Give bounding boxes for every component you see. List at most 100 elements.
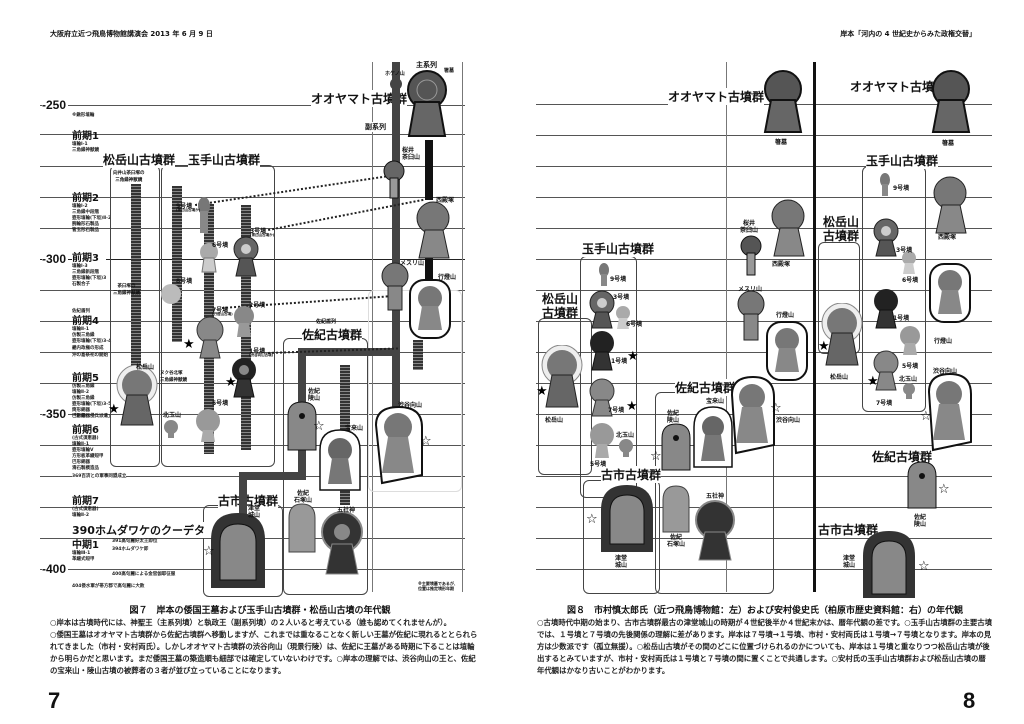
- group-furuichi-b: 古市古墳群: [818, 521, 879, 538]
- left-caption-title: 図７ 岸本の倭国王墓および玉手山古墳群・松岳山古墳の年代観: [129, 606, 391, 616]
- kofun-saki-misasagi-a: [661, 423, 691, 471]
- saki-link-line: [298, 348, 400, 356]
- star-outline-icon: ☆: [586, 512, 598, 527]
- kofun-t9: [198, 197, 210, 233]
- star-outline-icon: ☆: [203, 544, 215, 559]
- divider: [372, 62, 373, 592]
- kofun-t5: [196, 409, 220, 442]
- group-tamate-a: 玉手山古墳群: [582, 240, 655, 257]
- label-t9-a: 9号墳: [610, 276, 627, 283]
- label-matsuoka: 松岳山: [136, 364, 155, 371]
- matsuoka-bar: [131, 184, 141, 370]
- kofun-hashihaka-a: [763, 70, 803, 133]
- kofun-matsuoka: [116, 365, 158, 426]
- tick-400: -400: [42, 562, 69, 576]
- gridline: [536, 538, 992, 539]
- label-matsuoka-b: 松岳山: [830, 374, 849, 381]
- group-tamate: 玉手山古墳群: [188, 151, 261, 168]
- label-hashihaka-a: 箸墓: [775, 139, 788, 146]
- label-kitatama-a: 北玉山: [616, 432, 635, 439]
- kofun-saki-ishizuka-a: [662, 485, 690, 533]
- kofun-saki-misasagi-b: [907, 461, 937, 509]
- period-2: 前期2 埴輪Ⅰ-2 三角縁中段階 壺形埴輪(下垣)Ⅱ-2 腕輪形石製品 管玉形石…: [72, 193, 111, 234]
- kofun-shibutani-a: [730, 375, 775, 455]
- period-note: 埴輪Ⅲ-1 革綴式短甲: [72, 551, 95, 562]
- event-kinai: 畿内政権の形成: [72, 346, 104, 351]
- group-matsuoka-b: 松岳山 古墳群: [823, 215, 860, 243]
- star-filled-icon: ★: [536, 384, 548, 399]
- label-t1-sub: (渋谷向山古墳): [249, 353, 274, 357]
- label-t7: 7号墳: [212, 307, 229, 314]
- label-kutanikita-mirror: ヌク谷北塚 三角縁神獣鏡: [160, 371, 187, 383]
- connector-3: [268, 198, 424, 231]
- gridline: [40, 352, 465, 353]
- label-t7-sub: (行燈山古墳): [212, 312, 233, 316]
- label-chausuzuka-mirror: 茶臼塚の 三角縁神獣鏡: [113, 284, 140, 296]
- group-ooyamato-b: オオヤマト古墳群: [850, 78, 947, 95]
- star-outline-icon: ☆: [420, 434, 432, 449]
- left-caption-para: ○倭国王墓はオオヤマト古墳群から佐紀古墳群へ移動しますが、これまでは重なることな…: [50, 630, 478, 675]
- kofun-tsudo-a: [601, 485, 653, 552]
- star-filled-icon: ★: [867, 374, 879, 389]
- kofun-shibutani: [374, 405, 423, 485]
- divider: [462, 62, 463, 592]
- saki-link-line: [298, 348, 306, 403]
- label-mukoyama-mirror: 向井山茶臼塚の 三角縁神獣鏡: [113, 171, 145, 183]
- fukukeiretsu-line: [392, 62, 400, 412]
- period-name: 中期1: [72, 540, 99, 551]
- gridline: [40, 445, 465, 446]
- right-caption-body: ○古墳時代中期の始まり、古市古墳群最古の津堂城山の時期が４世紀後半か４世紀末かは…: [537, 617, 993, 677]
- header-right: 岸本「河内の 4 世紀史からみた政権交替」: [840, 30, 976, 38]
- kofun-mesuriyama-a: [737, 290, 765, 341]
- star-filled-icon: ★: [225, 375, 237, 390]
- star-outline-icon: ☆: [770, 401, 782, 416]
- label-t3-sub: (茶臼山古墳か): [250, 233, 275, 237]
- period-3: 前期3 埴輪Ⅰ-3 三角縁新段階 壺形埴輪(下垣)3 石製合子: [72, 253, 107, 288]
- label-saki-small: 佐紀盾列: [316, 319, 337, 325]
- shukeiretsu-line: [425, 255, 433, 285]
- group-matsuoka-a: 松岳山 古墳群: [542, 292, 579, 320]
- kofun-matsuoka-a: [541, 345, 583, 408]
- period-7: 前期7 (古式須恵器) 埴輪Ⅱ-2: [72, 496, 99, 519]
- page-number-right: 8: [963, 688, 976, 713]
- label-tsudo-a: 津堂 城山: [615, 555, 628, 569]
- label-nishitonozuka-a: 西殿塚: [772, 261, 791, 268]
- kofun-t7-b: [873, 350, 899, 391]
- label-t1-a: 1号墳: [611, 358, 628, 365]
- kofun-kitatama: [164, 420, 178, 438]
- period-name: 前期4: [72, 316, 99, 327]
- gridline: [536, 352, 992, 353]
- event-okinoshima: 沖の島祭祀の開始: [72, 353, 108, 358]
- kofun-t7: [196, 316, 224, 359]
- period-note: (古式須恵器) 埴輪Ⅱ-2: [72, 507, 99, 518]
- kofun-tsudo: [211, 513, 265, 588]
- star-filled-icon: ★: [627, 349, 639, 364]
- label-t6-b: 6号墳: [902, 277, 919, 284]
- kofun-tsudo-b: [863, 531, 915, 598]
- kofun-t6-b: [902, 251, 916, 274]
- group-matsuoka: 松岳山古墳群: [103, 151, 176, 168]
- label-andonyama-a: 行燈山: [776, 312, 795, 319]
- kofun-t6-a: [616, 306, 630, 329]
- page-number-left: 7: [48, 688, 61, 713]
- label-hokenoyama: ホケノ山: [385, 71, 405, 77]
- gridline: [536, 476, 992, 477]
- label-t8: 8号墳: [176, 278, 193, 285]
- period-note: 埴輪Ⅱ-1 仿製三角縁 壺形埴輪(下垣)3-4: [72, 327, 112, 344]
- period-name: 前期7: [72, 496, 99, 507]
- kofun-andonyama: [409, 279, 451, 339]
- group-saki: 佐紀古墳群: [302, 326, 363, 343]
- kofun-sakurai-a: [740, 235, 762, 276]
- label-hashihaka-b: 箸墓: [942, 140, 955, 147]
- group-furuichi-a: 古市古墳群: [601, 466, 662, 483]
- group-tamate-b: 玉手山古墳群: [866, 152, 939, 169]
- gridline: [40, 228, 465, 229]
- footnote: ※主要墳墓であるが、 位置は推定墳形年期: [418, 581, 458, 591]
- column-separator: [813, 62, 816, 592]
- gridline: [536, 197, 992, 198]
- gridline: [536, 290, 992, 291]
- kofun-takarazuka: [319, 429, 361, 491]
- group-furuichi: 古市古墳群: [218, 492, 279, 509]
- event-coup: 390ホムダワケのクーデタ: [72, 522, 205, 538]
- label-gosashi-a: 五社神: [706, 493, 725, 500]
